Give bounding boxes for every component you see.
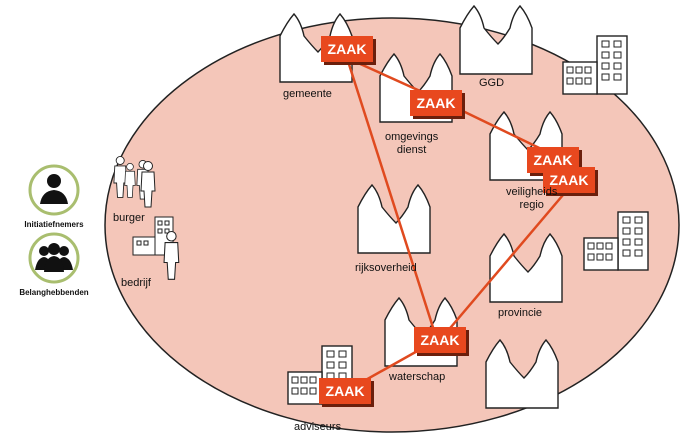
- label-burger: burger: [113, 212, 145, 224]
- label-bedrijf: bedrijf: [121, 277, 151, 289]
- zaak-tag-waterschap: ZAAK: [414, 327, 466, 353]
- label-initiatiefnemers: Initiatiefnemers: [24, 220, 84, 229]
- label-rijksoverheid: rijksoverheid: [355, 262, 417, 274]
- label-adviseurs: adviseurs: [294, 421, 342, 433]
- zaak-tag-adviseurs: ZAAK: [319, 378, 371, 404]
- zaak-tag-omgevingsdienst: ZAAK: [410, 90, 462, 116]
- label-belanghebbenden: Belanghebbenden: [19, 288, 89, 297]
- zaak-tag-veiligheidsregio-2: ZAAK: [543, 167, 595, 193]
- label-waterschap: waterschap: [389, 371, 446, 383]
- label-veiligheidsregio: veiligheids regio: [506, 186, 558, 211]
- label-ggd: GGD: [479, 77, 505, 89]
- office-building-top-right: [562, 35, 628, 95]
- label-omgevingsdienst: omgevings dienst: [385, 131, 439, 156]
- belanghebbenden-icon: [28, 232, 80, 284]
- zaak-tag-gemeente: ZAAK: [321, 36, 373, 62]
- label-provincie: provincie: [498, 307, 543, 319]
- label-gemeente: gemeente: [283, 88, 332, 100]
- initiatiefnemers-icon: [28, 164, 80, 216]
